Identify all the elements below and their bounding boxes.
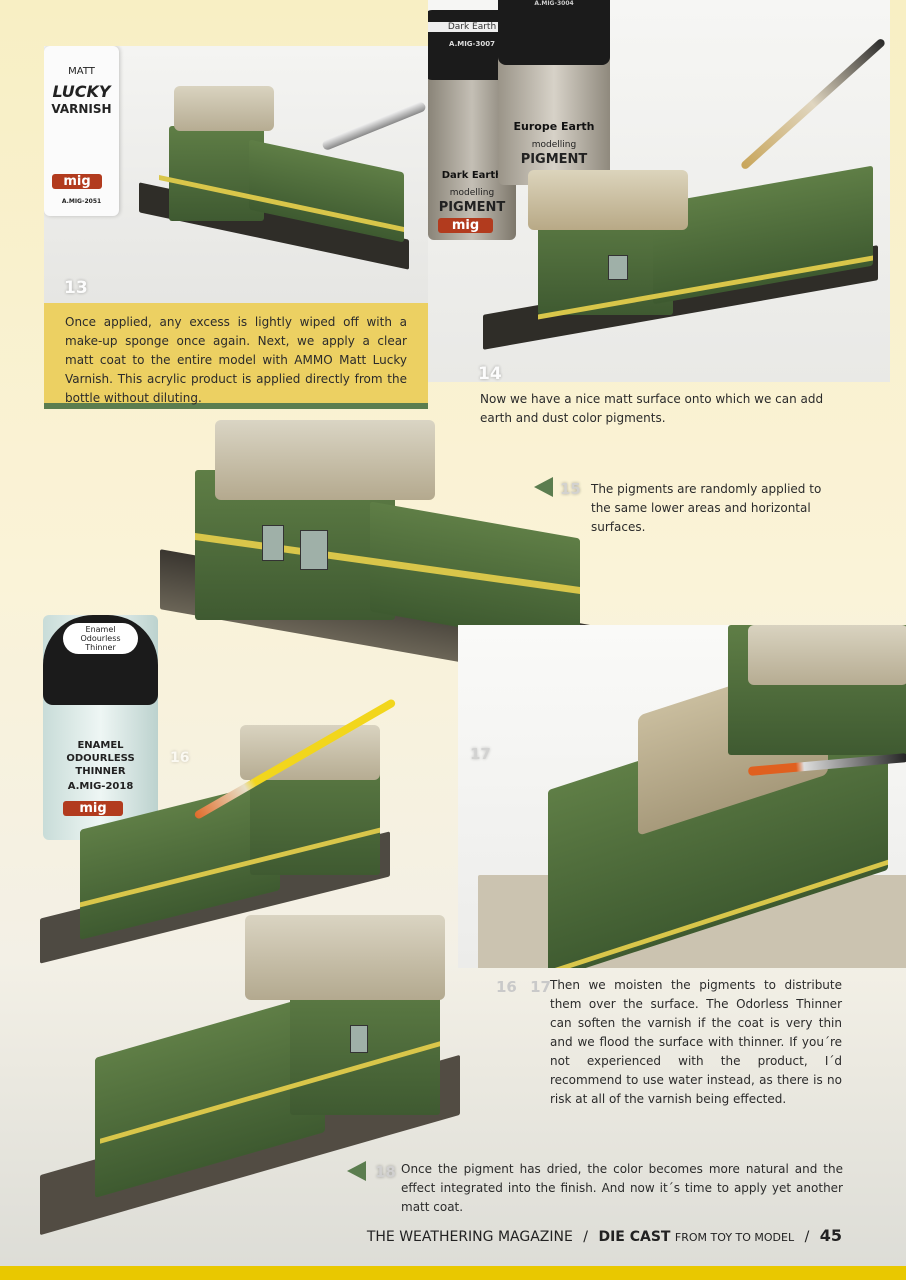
thinner-brand: mig [63, 801, 123, 816]
varnish-bottle: MATT LUCKY VARNISH mig A.MIG-2051 [44, 46, 119, 216]
thinner-line3: THINNER [75, 766, 126, 777]
caption-13: Once applied, any excess is lightly wipe… [65, 315, 407, 405]
page-footer: THE WEATHERING MAGAZINE / DIE CAST FROM … [367, 1226, 842, 1245]
varnish-code: A.MIG-2051 [61, 198, 102, 205]
dark-earth-cap-name: Dark Earth [428, 22, 516, 32]
thinner-code: A.MIG-2018 [67, 781, 134, 792]
locomotive-17-closeup [478, 625, 906, 968]
dark-earth-type1: modelling [449, 188, 495, 198]
varnish-label-1: MATT [68, 66, 95, 77]
photo-step-13: MATT LUCKY VARNISH mig A.MIG-2051 13 [44, 46, 428, 303]
step-number-16: 16 [170, 750, 190, 766]
thinner-line2: ODOURLESS [66, 753, 135, 764]
page-number: 45 [819, 1226, 842, 1245]
footer-separator: / [583, 1229, 588, 1245]
paintbrush [739, 37, 887, 171]
step-number-17: 17 [470, 745, 491, 763]
thinner-line1: ENAMEL [77, 740, 124, 751]
europe-earth-name: Europe Earth [513, 120, 595, 133]
pointer-arrow-18 [347, 1161, 366, 1181]
photo-step-14: Dark Earth A.MIG-3007 Dark Earth modelli… [428, 0, 890, 382]
step-number-17b: 17 [530, 978, 551, 996]
europe-earth-type2: PIGMENT [520, 152, 588, 167]
caption-box-bar [44, 403, 428, 409]
dark-earth-type2: PIGMENT [438, 200, 506, 215]
step-number-14: 14 [478, 364, 502, 382]
photo-step-17: 17 [458, 625, 906, 968]
dark-earth-cap-code: A.MIG-3007 [449, 40, 495, 48]
step-number-15: 15 [560, 480, 581, 498]
caption-18: Once the pigment has dried, the color be… [401, 1162, 843, 1214]
step-number-13: 13 [64, 278, 88, 298]
pointer-arrow-15 [534, 477, 553, 497]
europe-earth-bottle: A.MIG-3004 Europe Earth modelling PIGMEN… [498, 0, 610, 185]
magazine-title: THE WEATHERING MAGAZINE [366, 1229, 573, 1245]
step-numbers-16-17: 16 17 [496, 978, 551, 996]
europe-earth-type1: modelling [531, 140, 577, 150]
thinner-bottle: Enamel Odourless Thinner ENAMEL ODOURLES… [43, 615, 158, 840]
caption-box-13: Once applied, any excess is lightly wipe… [44, 303, 428, 405]
dark-earth-brand: mig [438, 218, 493, 233]
europe-earth-code: A.MIG-3004 [534, 0, 574, 7]
varnish-brand: mig [52, 174, 102, 189]
section-title: DIE CAST [598, 1229, 671, 1245]
footer-separator-2: / [804, 1229, 810, 1245]
dark-earth-name: Dark Earth [441, 170, 503, 181]
caption-16-17: Then we moisten the pigments to distribu… [550, 978, 842, 1106]
caption-15: The pigments are randomly applied to the… [591, 482, 822, 534]
thinner-cap-text: Enamel Odourless Thinner [63, 623, 138, 654]
varnish-label-2: LUCKY [52, 82, 111, 101]
locomotive-15 [150, 420, 700, 760]
caption-14: Now we have a nice matt surface onto whi… [480, 392, 824, 425]
locomotive-13 [139, 86, 419, 296]
varnish-label-3: VARNISH [51, 102, 112, 116]
locomotive-14 [483, 165, 883, 375]
bottom-bar [0, 1266, 906, 1280]
step-number-18: 18 [375, 1163, 396, 1181]
step-number-16b: 16 [496, 978, 517, 996]
photo-step-16: Enamel Odourless Thinner ENAMEL ODOURLES… [30, 615, 460, 990]
section-subtitle: FROM TOY TO MODEL [674, 1231, 795, 1244]
locomotive-18 [40, 915, 470, 1245]
